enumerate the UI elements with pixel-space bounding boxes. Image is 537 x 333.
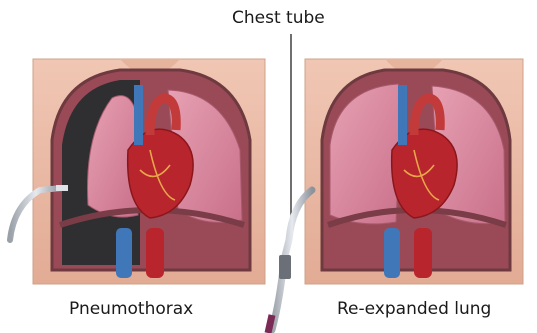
left-lower-artery: [146, 228, 164, 278]
right-lower-artery: [414, 228, 432, 278]
left-vena-cava: [134, 85, 143, 145]
tube-drain-end: [268, 315, 272, 333]
tube-connector: [279, 255, 291, 279]
right-lower-vein: [384, 228, 400, 278]
re-expanded-panel: [305, 59, 523, 284]
left-lower-vein: [116, 228, 132, 278]
pneumothorax-panel: [10, 59, 265, 284]
tube-tip: [56, 185, 68, 191]
right-vena-cava: [398, 85, 407, 145]
